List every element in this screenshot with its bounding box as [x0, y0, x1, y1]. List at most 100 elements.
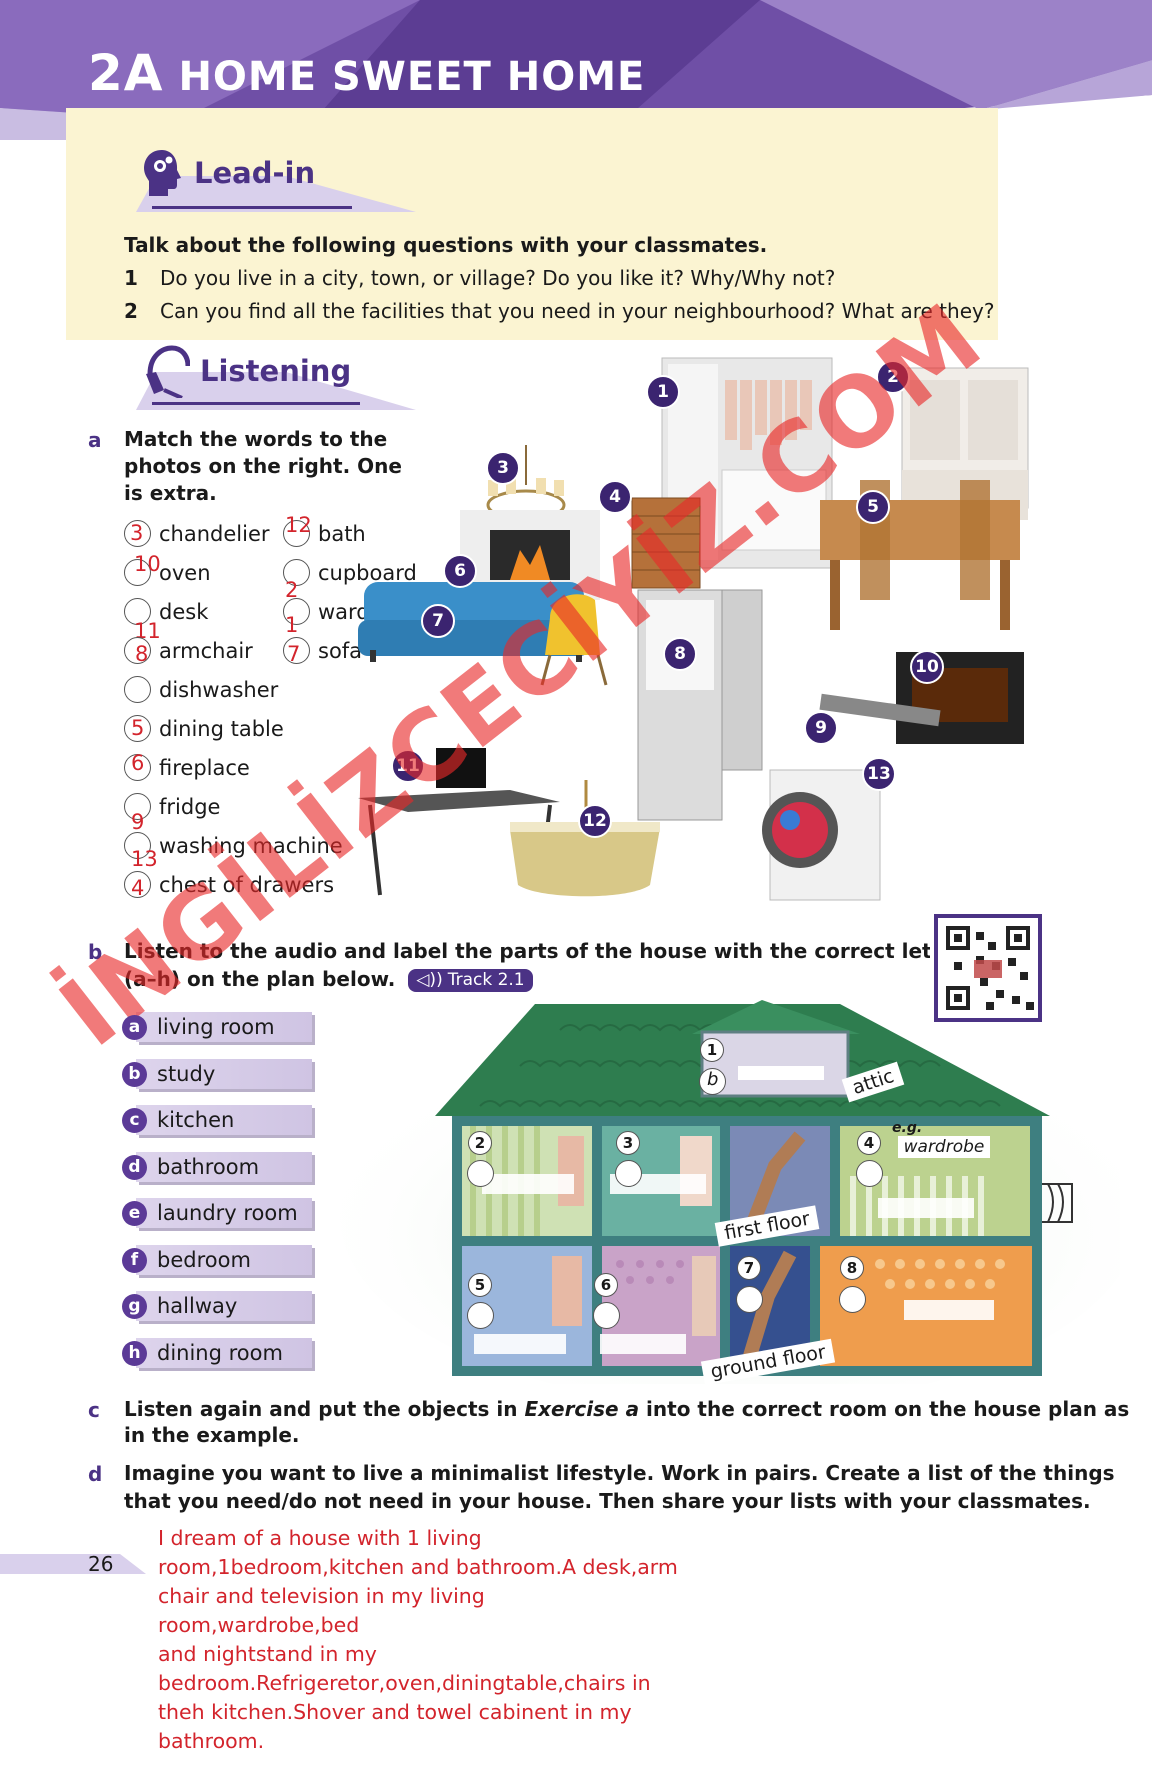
example-tag: e.g. [892, 1120, 923, 1136]
leadin-heading: Lead-in [140, 148, 315, 198]
armchair-photo [540, 594, 608, 686]
room-label-slot-4[interactable] [878, 1198, 974, 1218]
photo-number-8: 8 [663, 637, 697, 671]
plan-answer-circle-5[interactable] [467, 1302, 494, 1329]
exercise-c-letter: c [88, 1398, 100, 1422]
photo-number-7: 7 [421, 604, 455, 638]
plan-number-3: 3 [616, 1131, 640, 1155]
plan-answer-circle-4[interactable] [856, 1160, 883, 1187]
leadin-title: Lead-in [194, 156, 316, 190]
answer-line: bedroom.Refrigeretor,oven,diningtable,ch… [158, 1671, 651, 1695]
sofa-photo [358, 582, 590, 662]
room-label-slot-2[interactable] [482, 1174, 574, 1194]
exercise-a-letter: a [88, 428, 102, 452]
exercise-d-letter: d [88, 1462, 103, 1486]
leadin-tab-shape [136, 176, 416, 212]
plan-answer-circle-6[interactable] [593, 1302, 620, 1329]
leadin-underline [152, 206, 352, 209]
room-label-slot-6[interactable] [600, 1334, 686, 1354]
room-label-slot-8[interactable] [904, 1300, 994, 1320]
washing-machine-photo [762, 769, 881, 901]
exercise-c-instruction: Listen again and put the objects in Exer… [124, 1397, 1130, 1421]
plan-answer-circle-1[interactable]: b [699, 1068, 726, 1095]
listening-title: Listening [200, 354, 352, 388]
answer-circle[interactable]: 13 [124, 832, 158, 870]
chest-of-drawers-photo [631, 497, 701, 589]
answer-circle[interactable]: 8 [124, 637, 151, 665]
page-number: 26 [88, 1552, 114, 1576]
exercise-b-instruction-2: (a–h) on the plan below. ◁))Track 2.1 [124, 966, 533, 993]
unit-title: 2A HOME SWEET HOME [88, 44, 646, 102]
answer-circle[interactable]: 7 [283, 637, 310, 665]
wardrobe-photo [661, 357, 833, 569]
exercise-c-instruction-2: in the example. [124, 1423, 300, 1447]
dining-table-photo [820, 480, 1020, 630]
answer-line: chair and television in my living room,w… [158, 1584, 485, 1637]
answer-line: and nightstand in my [158, 1642, 377, 1666]
answer-circle[interactable]: 11 [124, 598, 161, 642]
plan-number-7: 7 [737, 1256, 761, 1280]
answer-circle[interactable]: 4 [124, 871, 151, 899]
headphones-icon [146, 345, 190, 398]
furniture-photos [358, 357, 1029, 901]
answer-circle[interactable]: 12 [283, 515, 312, 547]
photo-number-3: 3 [486, 451, 520, 485]
answer-circle[interactable]: 5 [124, 715, 151, 742]
leadin-box [66, 108, 998, 340]
answer-circle[interactable]: 6 [124, 753, 151, 781]
qr-code[interactable] [930, 912, 1046, 1024]
header-banner [0, 0, 1152, 140]
photo-number-13: 13 [862, 757, 896, 791]
photo-number-2: 2 [876, 360, 910, 394]
photo-number-4: 4 [598, 480, 632, 514]
exercise-d-instruction-1: Imagine you want to live a minimalist li… [124, 1461, 1115, 1485]
photo-number-12: 12 [578, 804, 612, 838]
room-label-slot-5[interactable] [474, 1334, 566, 1354]
plan-answer-circle-7[interactable] [736, 1286, 763, 1313]
plan-number-8: 8 [840, 1256, 864, 1280]
handwritten-answer: I dream of a house with 1 living room,1b… [158, 1524, 678, 1756]
answer-circle[interactable]: 3 [124, 520, 151, 547]
photo-number-6: 6 [443, 554, 477, 588]
exercise-a-instruction: Match the words to the photos on the rig… [124, 427, 402, 505]
answer-circle[interactable] [124, 676, 151, 703]
exercise-b-letter: b [88, 940, 103, 964]
plan-number-4: 4 [857, 1131, 881, 1155]
plan-answer-circle-8[interactable] [839, 1286, 866, 1313]
example-wardrobe-label: wardrobe [898, 1136, 990, 1158]
listening-underline [152, 402, 360, 405]
plan-number-5: 5 [468, 1273, 492, 1297]
answer-circle[interactable]: 10 [124, 554, 161, 586]
exercise-d-instruction-2: that you need/do not need in your house.… [124, 1489, 1091, 1513]
answer-circle[interactable]: 1 [283, 598, 310, 636]
answer-line: theh kitchen.Shover and towel cabinent i… [158, 1700, 632, 1724]
answer-circle[interactable]: 2 [283, 559, 310, 601]
answer-line: I dream of a house with 1 living [158, 1526, 482, 1550]
photo-number-10: 10 [910, 650, 944, 684]
page-number-tab [0, 1554, 146, 1574]
plan-answer-circle-3[interactable] [615, 1160, 642, 1187]
leadin-instruction: Talk about the following questions with … [124, 233, 768, 257]
photo-number-11: 11 [391, 749, 425, 783]
audio-track-button[interactable]: ◁))Track 2.1 [408, 969, 533, 992]
plan-answer-circle-2[interactable] [467, 1160, 494, 1187]
answer-circle[interactable]: 9 [124, 793, 151, 833]
